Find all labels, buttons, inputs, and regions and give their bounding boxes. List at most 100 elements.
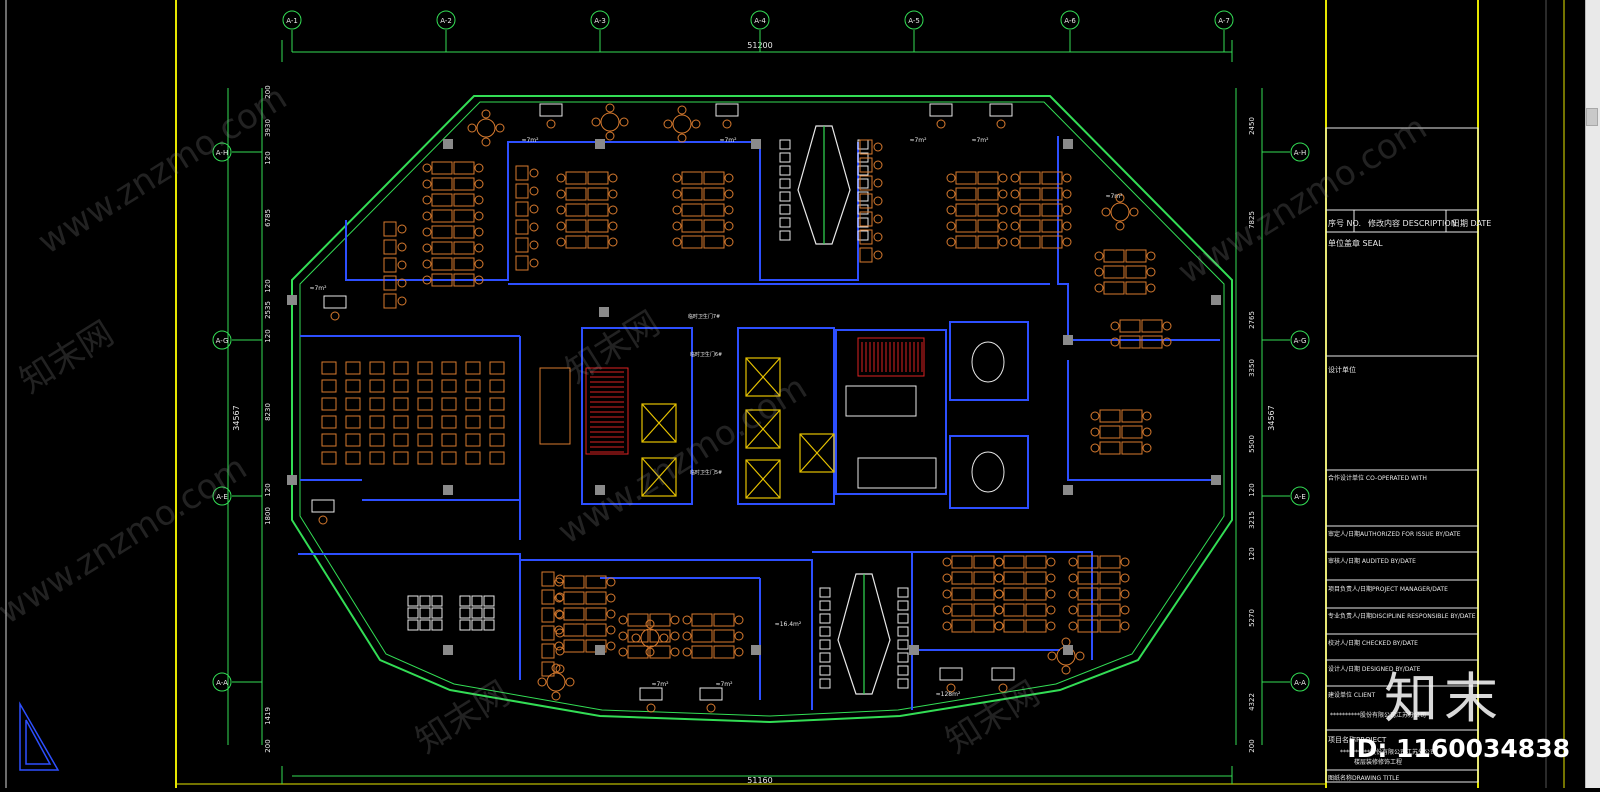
chair (1062, 173, 1072, 183)
desk (973, 603, 995, 617)
chair (606, 609, 616, 619)
column (751, 645, 761, 655)
desk (1121, 425, 1143, 439)
training-seat (345, 433, 361, 447)
chair (556, 189, 566, 199)
desk (1003, 603, 1025, 617)
elevator-car (745, 409, 781, 449)
chair (474, 179, 484, 189)
elevator-cross (641, 403, 677, 443)
chair (1120, 573, 1130, 583)
chair (1094, 267, 1104, 277)
desk (515, 255, 529, 271)
chair (873, 232, 883, 242)
meeting-table-core-1 (971, 341, 1005, 383)
chair (1046, 557, 1056, 567)
chair (606, 625, 616, 635)
desk (1041, 235, 1063, 249)
column (595, 485, 605, 495)
desk (951, 587, 973, 601)
office-chair (946, 683, 956, 693)
column (1063, 645, 1073, 655)
chair (946, 173, 956, 183)
desk (453, 273, 475, 287)
desk (977, 203, 999, 217)
dim-left-segment: 1419 (264, 707, 272, 725)
desk (563, 639, 585, 653)
storage-shelf (419, 619, 431, 631)
chair (551, 691, 561, 701)
toilet-block-1 (845, 385, 917, 417)
chair (555, 628, 565, 638)
desk (681, 187, 703, 201)
desk (541, 571, 555, 587)
desk (951, 571, 973, 585)
training-seat (321, 415, 337, 429)
desk (453, 241, 475, 255)
desk (585, 623, 607, 637)
desk (1099, 425, 1121, 439)
conference-chair (779, 139, 791, 150)
desk (703, 235, 725, 249)
office-desk (989, 103, 1013, 117)
desk (541, 589, 555, 605)
desk (1041, 203, 1063, 217)
chair (555, 664, 565, 674)
dim-left-overall: 34567 (232, 405, 241, 430)
desk (453, 161, 475, 175)
chair (555, 574, 565, 584)
office-desk (715, 103, 739, 117)
znzmo-logo: 知末 (1384, 667, 1504, 730)
conference-chair (897, 639, 909, 650)
chair (682, 647, 692, 657)
desk (453, 193, 475, 207)
storage-shelf (471, 619, 483, 631)
title-client-value: **********股份有限公司江苏分公司 (1330, 711, 1426, 719)
desk (977, 219, 999, 233)
chair (1115, 193, 1125, 203)
training-seat (465, 361, 481, 375)
training-seat (369, 433, 385, 447)
dim-left-segment: 200 (264, 739, 272, 752)
desk (703, 171, 725, 185)
chair (670, 615, 680, 625)
chair (1010, 205, 1020, 215)
training-seat (321, 433, 337, 447)
elevator-car (745, 357, 781, 397)
chair (606, 641, 616, 651)
area-tag: ≈7m² (521, 137, 539, 144)
desk (1019, 187, 1041, 201)
column (751, 139, 761, 149)
desk (453, 225, 475, 239)
vertical-scrollbar[interactable] (1585, 0, 1600, 788)
chair (672, 173, 682, 183)
storage-shelf (471, 595, 483, 607)
area-tag: ≈7m² (309, 285, 327, 292)
desk (383, 293, 397, 309)
desk (565, 187, 587, 201)
grid-bubble-top (436, 10, 456, 30)
chair (529, 204, 539, 214)
training-seat (417, 415, 433, 429)
chair (1046, 573, 1056, 583)
grid-label-left: A-A (216, 679, 228, 687)
chair (734, 647, 744, 657)
conference-chair (857, 178, 869, 189)
chair (397, 278, 407, 288)
chair (994, 557, 1004, 567)
desk (1077, 571, 1099, 585)
storage-shelf (407, 619, 419, 631)
chair (1068, 605, 1078, 615)
desk (951, 603, 973, 617)
chair (608, 237, 618, 247)
dim-right-overall: 34567 (1267, 405, 1276, 430)
training-seat (393, 415, 409, 429)
area-tag: ≈16.4m² (775, 621, 802, 628)
office-desk (991, 667, 1015, 681)
scrollbar-thumb[interactable] (1586, 108, 1598, 126)
area-tag: ≈7m² (909, 137, 927, 144)
chair (1146, 251, 1156, 261)
chair (619, 117, 629, 127)
column (443, 485, 453, 495)
